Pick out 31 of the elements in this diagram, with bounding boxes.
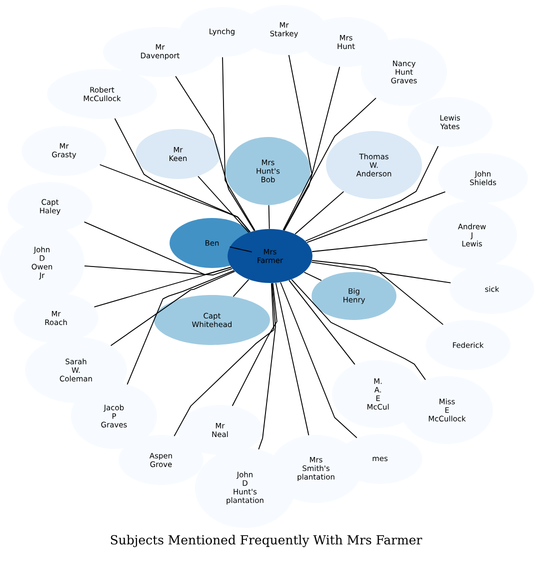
connector-line: [268, 204, 270, 230]
connector-line: [126, 270, 234, 385]
connector-line: [94, 266, 232, 308]
connector-line: [232, 279, 250, 297]
connector-line: [312, 260, 444, 325]
connector-line: [198, 176, 250, 233]
connector-line: [288, 280, 356, 365]
connector-line: [280, 282, 358, 438]
connector-line: [284, 66, 340, 231]
connector-line: [175, 76, 255, 232]
connector-line: [84, 222, 232, 276]
connector-line: [232, 282, 278, 406]
connector-line: [174, 282, 274, 436]
connector-line: [222, 56, 256, 231]
connector-line: [99, 164, 251, 232]
connector-line: [304, 272, 322, 281]
connector-line: [84, 266, 233, 276]
connector-line: [312, 239, 428, 252]
connector-line: [311, 262, 452, 284]
connector-line: [229, 246, 252, 252]
connector-line: [306, 191, 446, 243]
connector-line: [282, 54, 312, 231]
connector-line: [258, 282, 276, 450]
connector-line: [114, 118, 250, 232]
connector-line: [291, 279, 426, 380]
connector-line: [110, 270, 236, 346]
chart-title: Subjects Mentioned Frequently With Mrs Farmer: [110, 534, 422, 548]
connector-line: [305, 146, 439, 242]
connector-line: [275, 282, 310, 436]
connector-line: [283, 98, 376, 231]
connector-line: [294, 191, 344, 234]
